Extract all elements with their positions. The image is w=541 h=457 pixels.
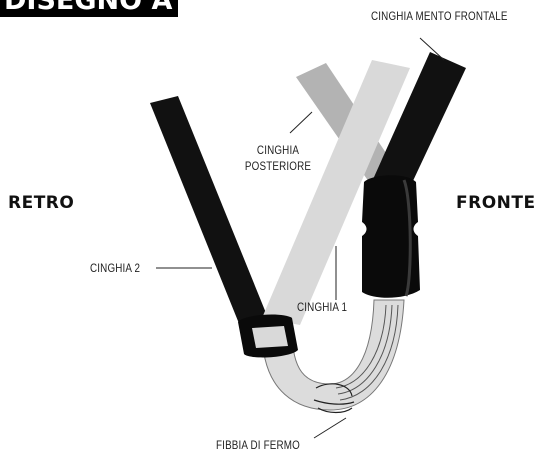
leader-front-chin-strap: [419, 37, 445, 61]
u-loop-shape: [261, 299, 405, 411]
side-label-front: FRONTE: [456, 193, 536, 213]
leader-rear-strap: [289, 111, 313, 134]
title-banner: DISEGNO A: [0, 0, 178, 17]
retaining-buckle-marks: [313, 383, 355, 414]
front-chin-strap-shape: [370, 52, 466, 200]
left-buckle-window: [252, 326, 288, 348]
leader-retaining-buckle: [313, 417, 347, 439]
strap-2-shape: [150, 96, 268, 326]
side-label-back: RETRO: [8, 193, 75, 213]
label-rear-strap: CINGHIA POSTERIORE: [232, 143, 324, 173]
connector-buckle-edge: [402, 179, 412, 297]
label-strap-1: CINGHIA 1: [297, 300, 348, 314]
label-rear-strap-line2: POSTERIORE: [244, 159, 312, 173]
loop-stitching: [335, 304, 399, 401]
label-rear-strap-line1: CINGHIA: [256, 143, 300, 157]
diagram-title: DISEGNO A: [4, 0, 173, 16]
label-strap-2: CINGHIA 2: [90, 261, 141, 275]
light-strap-shape: [262, 60, 410, 325]
connector-buckle-shape: [362, 175, 420, 298]
label-retaining-buckle: FIBBIA DI FERMO: [216, 438, 300, 452]
label-front-chin-strap: CINGHIA MENTO FRONTALE: [371, 9, 508, 23]
